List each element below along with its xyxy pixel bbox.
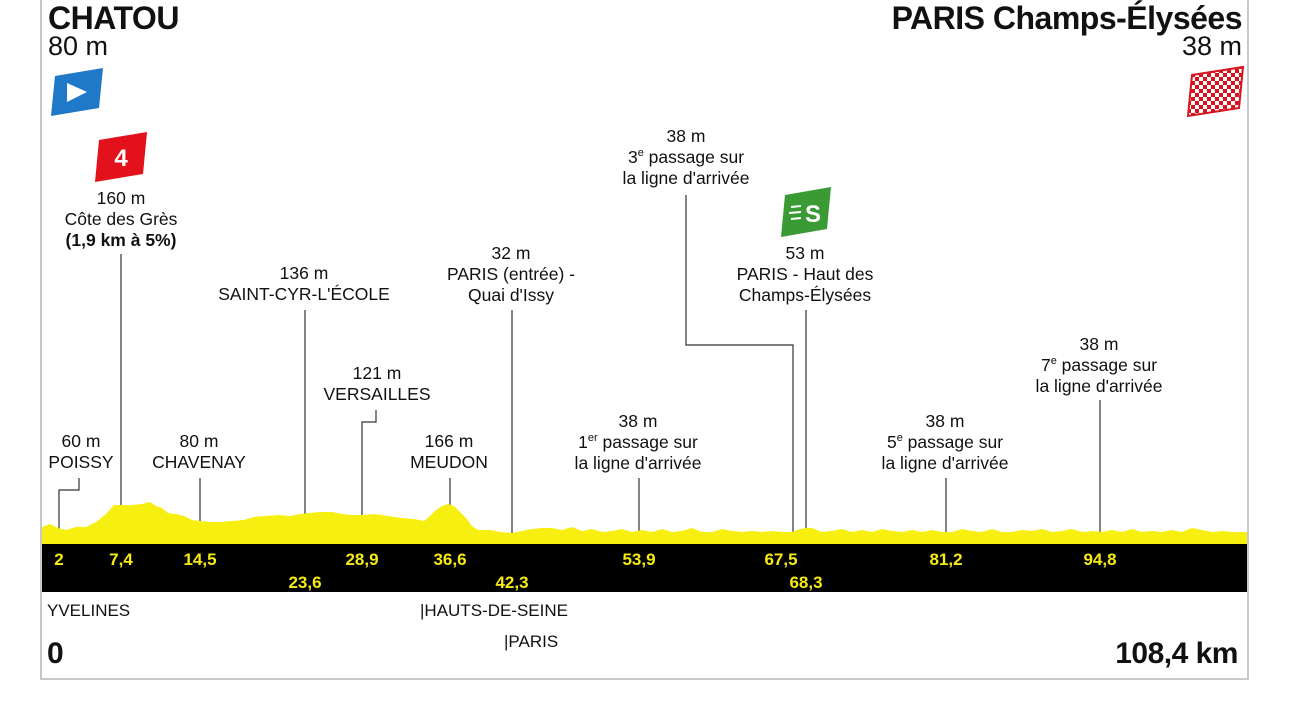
km-marker: 28,9: [345, 550, 379, 569]
distance-start: 0: [47, 637, 64, 670]
start-flag-icon: [49, 66, 105, 118]
annotation-poissy: 60 m POISSY: [48, 431, 114, 472]
leader-versailles: [361, 410, 377, 543]
finish-town: PARIS Champs-Élysées: [891, 0, 1243, 36]
elevation-profile: [42, 502, 1247, 545]
region-yvelines: YVELINES: [47, 601, 131, 620]
distance-end: 108,4 km: [1115, 637, 1238, 670]
km-marker: 23,6: [288, 573, 322, 592]
frame-left: [40, 0, 42, 680]
annotation-cote-des-gres: 160 m Côte des Grès (1,9 km à 5%): [64, 188, 178, 250]
annotation-passage-1: 38 m 1er passage sur la ligne d'arrivée: [574, 411, 702, 473]
start-town: CHATOU: [48, 0, 179, 36]
annotation-haut-champs: 53 m PARIS - Haut des Champs-Élysées: [736, 243, 874, 305]
km-marker: 94,8: [1083, 550, 1117, 569]
km-marker: 36,6: [433, 550, 467, 569]
km-marker: 68,3: [789, 573, 823, 592]
km-marker: 53,9: [622, 550, 656, 569]
leader-poissy: [58, 478, 80, 543]
frame-right: [1247, 0, 1249, 680]
svg-text:4: 4: [114, 145, 128, 172]
sprint-badge-icon: S: [779, 185, 833, 239]
region-hauts-de-seine: |HAUTS-DE-SEINE: [420, 601, 568, 620]
finish-altitude: 38 m: [1181, 31, 1242, 61]
svg-text:S: S: [805, 201, 821, 228]
leader-lines: [58, 195, 1101, 565]
annotation-passage-7: 38 m 7e passage sur la ligne d'arrivée: [1035, 334, 1163, 396]
km-marker: 67,5: [764, 550, 798, 569]
annotation-paris-entree: 32 m PARIS (entrée) - Quai d'Issy: [446, 243, 576, 305]
km-marker: 81,2: [929, 550, 963, 569]
km-marker: 7,4: [109, 550, 133, 569]
annotation-passage-5: 38 m 5e passage sur la ligne d'arrivée: [881, 411, 1009, 473]
frame-bottom: [40, 678, 1249, 680]
climb-category-badge-icon: 4: [93, 130, 149, 184]
start-altitude: 80 m: [48, 31, 109, 61]
annotation-meudon: 166 m MEUDON: [410, 431, 488, 472]
annotation-chavenay: 80 m CHAVENAY: [152, 431, 246, 472]
region-paris: |PARIS: [504, 632, 559, 651]
leader-passage-3: [685, 195, 794, 543]
distance-band: [42, 544, 1247, 592]
km-marker: 14,5: [183, 550, 217, 569]
km-marker: 42,3: [495, 573, 529, 592]
annotation-passage-3: 38 m 3e passage sur la ligne d'arrivée: [622, 126, 750, 188]
annotation-versailles: 121 m VERSAILLES: [323, 363, 431, 404]
km-marker: 2: [54, 550, 64, 569]
annotation-saint-cyr: 136 m SAINT-CYR-L'ÉCOLE: [218, 263, 390, 304]
finish-flag-icon: [1187, 65, 1245, 118]
